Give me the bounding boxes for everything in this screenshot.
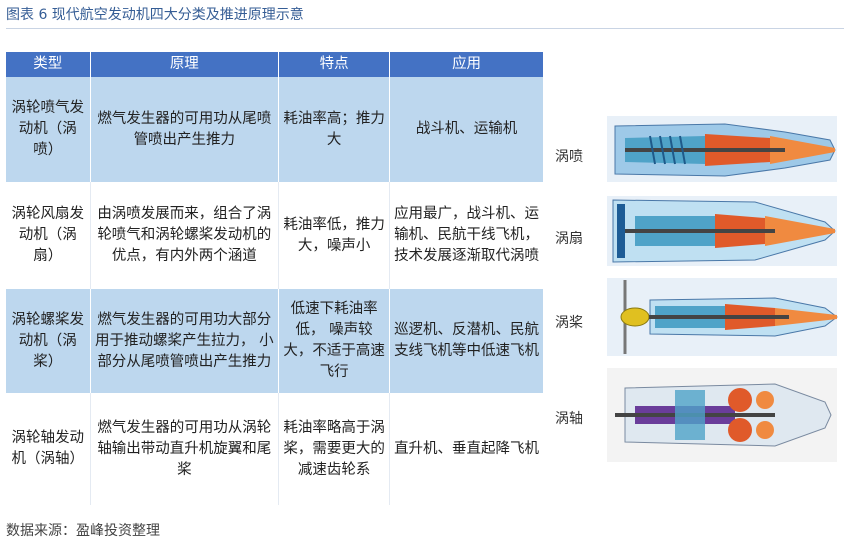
label-turbofan: 涡扇: [555, 231, 583, 247]
engine-classification-table: 类型 原理 特点 应用 涡轮喷气发动机（涡喷） 燃气发生器的可用功从尾喷管喷出产…: [6, 52, 543, 505]
turbojet-schematic: [607, 116, 837, 182]
cell-application: 战斗机、运输机: [389, 77, 543, 182]
header-features: 特点: [278, 52, 391, 77]
data-source: 数据来源：盈峰投资整理: [6, 523, 160, 539]
engine-diagrams: 涡喷 涡扇 涡桨 涡轴: [555, 112, 845, 468]
cell-features: 耗油率略高于涡桨，需要更大的减速齿轮系: [278, 393, 391, 505]
turbofan-schematic: [607, 196, 837, 266]
cell-application: 应用最广，战斗机、运输机、民航干线飞机，技术发展逐渐取代涡喷: [389, 182, 543, 289]
cell-application: 直升机、垂直起降飞机: [389, 393, 543, 505]
label-turbojet: 涡喷: [555, 149, 583, 165]
cell-features: 耗油率低，推力大，噪声小: [278, 182, 391, 289]
cell-type: 涡轮螺桨发动机（涡桨）: [6, 289, 91, 393]
cell-principle: 燃气发生器的可用功从涡轮轴输出带动直升机旋翼和尾桨: [90, 393, 280, 505]
turboshaft-schematic: [607, 368, 837, 462]
title-divider: [6, 28, 844, 29]
cell-application: 巡逻机、反潜机、民航支线飞机等中低速飞机: [389, 289, 543, 393]
table-row: 涡轮螺桨发动机（涡桨） 燃气发生器的可用功大部分用于推动螺桨产生拉力， 小部分从…: [6, 289, 543, 393]
label-turboprop: 涡桨: [555, 315, 583, 331]
label-turboshaft: 涡轴: [555, 411, 583, 427]
cell-principle: 燃气发生器的可用功从尾喷管喷出产生推力: [90, 77, 280, 182]
cell-type: 涡轮喷气发动机（涡喷）: [6, 77, 91, 182]
cell-features: 低速下耗油率低， 噪声较大，不适于高速飞行: [278, 289, 391, 393]
table-row: 涡轮轴发动机（涡轴） 燃气发生器的可用功从涡轮轴输出带动直升机旋翼和尾桨 耗油率…: [6, 393, 543, 505]
table-header-row: 类型 原理 特点 应用: [6, 52, 543, 77]
turboprop-schematic: [607, 278, 838, 356]
header-principle: 原理: [90, 52, 280, 77]
cell-principle: 由涡喷发展而来，组合了涡轮喷气和涡轮螺桨发动机的优点，有内外两个涵道: [90, 182, 280, 289]
engine-schematics: [607, 116, 838, 462]
cell-features: 耗油率高；推力大: [278, 77, 391, 182]
table-row: 涡轮喷气发动机（涡喷） 燃气发生器的可用功从尾喷管喷出产生推力 耗油率高；推力大…: [6, 77, 543, 182]
table-row: 涡轮风扇发动机（涡扇） 由涡喷发展而来，组合了涡轮喷气和涡轮螺桨发动机的优点，有…: [6, 182, 543, 289]
cell-principle: 燃气发生器的可用功大部分用于推动螺桨产生拉力， 小部分从尾喷管喷出产生推力: [90, 289, 280, 393]
header-application: 应用: [389, 52, 543, 77]
figure-title: 图表 6 现代航空发动机四大分类及推进原理示意: [6, 7, 304, 23]
cell-type: 涡轮风扇发动机（涡扇）: [6, 182, 91, 289]
header-type: 类型: [6, 52, 91, 77]
cell-type: 涡轮轴发动机（涡轴）: [6, 393, 91, 505]
